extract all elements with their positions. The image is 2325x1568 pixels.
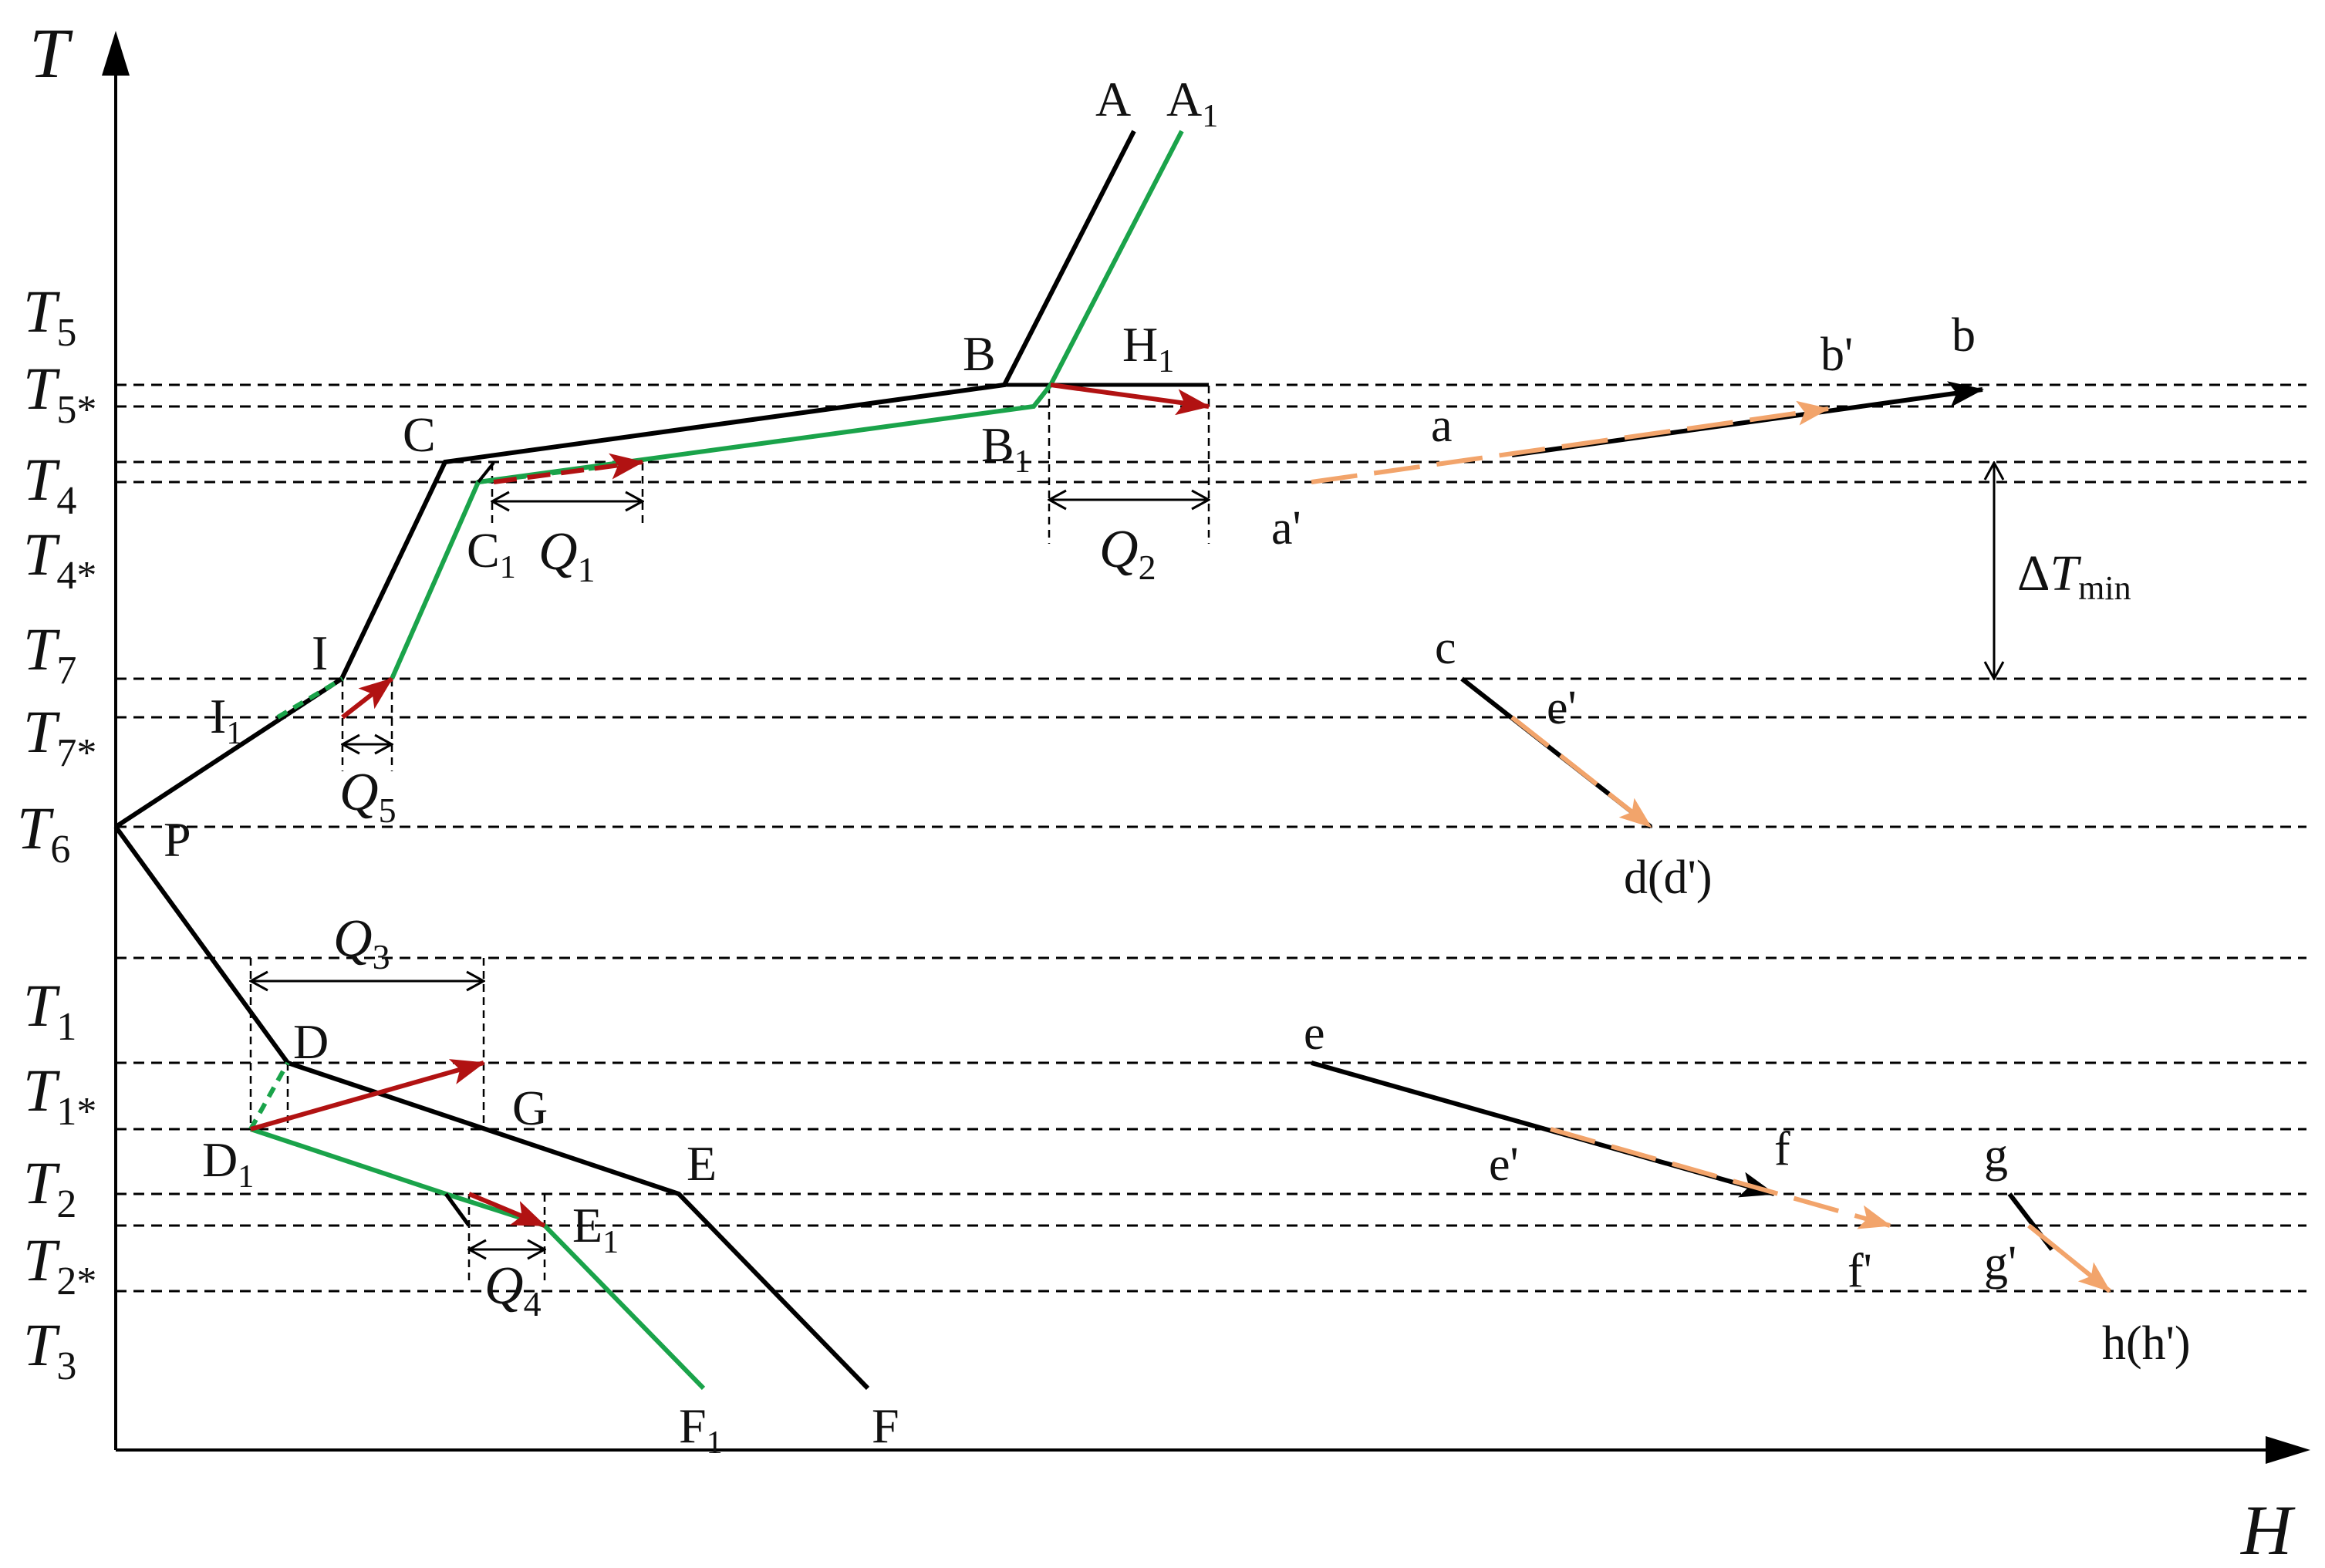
svg-text:g: g — [1984, 1129, 2008, 1182]
arrow-q2 — [1050, 383, 1210, 416]
svg-text:A1: A1 — [1166, 72, 1218, 134]
arrow-q4 — [467, 1192, 546, 1228]
original-cold-composite-curve — [113, 825, 870, 1391]
svg-text:T2: T2 — [23, 1149, 76, 1226]
svg-text:B1: B1 — [981, 417, 1031, 480]
svg-text:T5*: T5* — [23, 355, 96, 432]
original-hot-composite-curve — [114, 130, 1136, 829]
svg-text:b': b' — [1821, 329, 1853, 381]
green-dashed-i1 — [276, 676, 344, 720]
heat-transfer-arrows — [250, 383, 1210, 1228]
stream-aprime-bprime — [1311, 400, 1830, 484]
svg-text:A: A — [1095, 72, 1131, 126]
svg-text:C1: C1 — [467, 523, 516, 585]
svg-text:g': g' — [1984, 1237, 2016, 1290]
black-tick-c — [477, 461, 495, 484]
right-streams — [1311, 381, 2111, 1293]
svg-text:f: f — [1774, 1123, 1790, 1175]
x-axis-label: H — [2240, 1491, 2296, 1568]
stream-eprime-fprime — [1550, 1127, 1891, 1229]
svg-text:Q1: Q1 — [538, 522, 596, 589]
svg-text:e': e' — [1489, 1138, 1519, 1191]
dimension-arrows — [251, 463, 1994, 1249]
svg-text:P: P — [164, 812, 191, 867]
svg-text:b: b — [1952, 309, 1976, 362]
temperature-labels: T5 T5* T4 T4* T7 T7* T6 T1 T1* T2 T2* T3 — [17, 278, 96, 1388]
modified-hot-composite-curve — [390, 130, 1184, 680]
svg-text:a: a — [1431, 400, 1453, 452]
axes — [102, 31, 2310, 1464]
svg-text:f': f' — [1848, 1245, 1872, 1297]
svg-text:F: F — [872, 1398, 899, 1453]
point-labels: A A1 B H1 B1 C C1 I I1 P D D1 G E E1 F F… — [164, 72, 1218, 1461]
svg-text:T2*: T2* — [23, 1226, 96, 1303]
svg-text:c: c — [1435, 622, 1456, 674]
delta-t-min-label: ΔTmin — [2017, 545, 2131, 607]
svg-text:E1: E1 — [572, 1198, 619, 1260]
svg-text:T5: T5 — [23, 278, 76, 355]
svg-text:T7: T7 — [23, 615, 76, 693]
modified-cold-composite-curve — [250, 1127, 706, 1391]
svg-text:E: E — [687, 1136, 717, 1191]
svg-text:Q2: Q2 — [1099, 520, 1156, 587]
svg-text:H1: H1 — [1122, 317, 1174, 379]
svg-text:G: G — [512, 1081, 548, 1135]
svg-text:T4: T4 — [23, 446, 76, 523]
stream-gprime-hprime — [2027, 1223, 2111, 1293]
svg-text:D: D — [293, 1014, 329, 1069]
x-axis-arrowhead — [2266, 1436, 2310, 1464]
heat-duty-labels: Q1 Q2 Q3 Q4 Q5 — [333, 520, 1156, 1324]
svg-text:h(h'): h(h') — [2102, 1317, 2190, 1370]
svg-text:Q3: Q3 — [333, 909, 390, 976]
svg-text:d(d'): d(d') — [1624, 851, 1712, 904]
svg-text:B: B — [963, 326, 996, 381]
svg-text:I1: I1 — [210, 689, 242, 751]
svg-text:e: e — [1304, 1007, 1325, 1060]
arrow-q1 — [493, 453, 644, 484]
temperature-gridlines — [116, 383, 2306, 1293]
svg-text:T6: T6 — [17, 794, 70, 872]
y-axis-label: T — [29, 14, 73, 93]
svg-text:Q5: Q5 — [339, 763, 396, 830]
svg-text:T1*: T1* — [23, 1057, 96, 1134]
svg-text:T4*: T4* — [23, 521, 96, 598]
stream-labels: a a' b b' c e' d(d') e e' f f' g g' h(h'… — [1271, 309, 2190, 1370]
arrow-q3 — [250, 1059, 485, 1131]
black-tick-e1 — [444, 1192, 471, 1227]
stream-c-d-shifted — [1510, 715, 1652, 829]
svg-text:D1: D1 — [202, 1132, 254, 1195]
svg-text:C: C — [403, 407, 436, 462]
svg-text:Q4: Q4 — [484, 1256, 542, 1324]
svg-text:a': a' — [1271, 502, 1301, 555]
svg-text:T1: T1 — [23, 972, 76, 1049]
svg-text:T7*: T7* — [23, 698, 96, 775]
svg-text:e': e' — [1547, 682, 1577, 734]
arrow-q5 — [341, 676, 393, 720]
y-axis-arrowhead — [102, 31, 130, 76]
svg-text:I: I — [312, 626, 328, 680]
svg-text:T3: T3 — [23, 1311, 76, 1388]
green-dashed-d1 — [248, 1061, 290, 1131]
svg-text:F1: F1 — [679, 1398, 723, 1461]
